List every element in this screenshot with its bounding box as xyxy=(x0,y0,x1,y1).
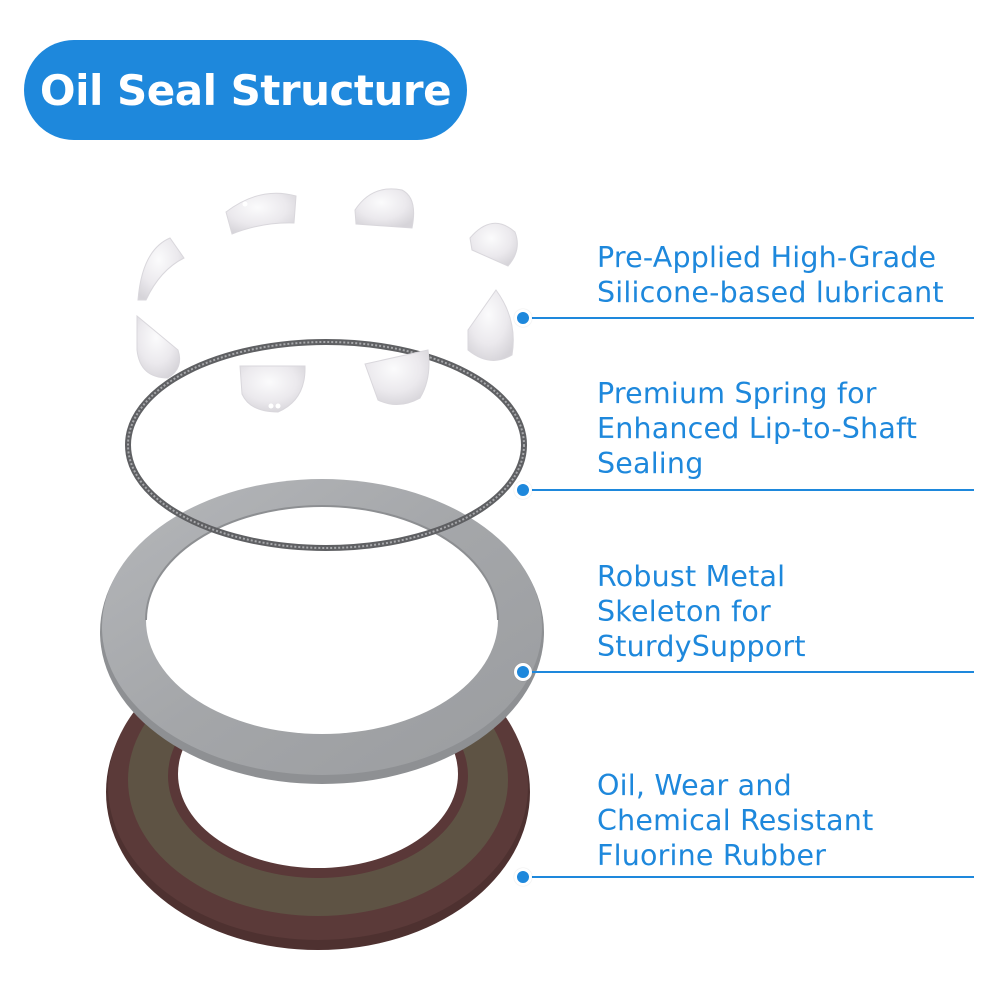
callout-lubricant-dot-icon xyxy=(514,309,532,327)
callout-skeleton-text: Robust Metal Skeleton for SturdySupport xyxy=(597,559,806,664)
callout-line: Oil, Wear and xyxy=(597,769,792,802)
callout-line: Fluorine Rubber xyxy=(597,839,827,872)
callout-rubber-text: Oil, Wear and Chemical Resistant Fluorin… xyxy=(597,768,873,873)
callout-skeleton-dot-icon xyxy=(514,663,532,681)
callout-lubricant-text: Pre-Applied High-Grade Silicone-based lu… xyxy=(597,240,944,310)
callout-line: Robust Metal xyxy=(597,560,786,593)
title-badge: Oil Seal Structure xyxy=(24,40,467,140)
callout-lubricant-leader xyxy=(528,317,974,319)
callout-line: Silicone-based lubricant xyxy=(597,276,944,309)
metal-skeleton-ring xyxy=(100,479,544,784)
callout-spring-dot-icon xyxy=(514,481,532,499)
callout-line: SturdySupport xyxy=(597,630,806,663)
callout-skeleton-leader xyxy=(528,671,974,673)
callout-line: Premium Spring for xyxy=(597,377,877,410)
callout-spring-leader xyxy=(528,489,974,491)
callout-line: Enhanced Lip-to-Shaft xyxy=(597,412,918,445)
callout-rubber-leader xyxy=(528,876,974,878)
callout-spring-text: Premium Spring for Enhanced Lip-to-Shaft… xyxy=(597,376,917,481)
callout-line: Sealing xyxy=(597,447,704,480)
callout-rubber-dot-icon xyxy=(514,868,532,886)
callout-line: Skeleton for xyxy=(597,595,771,628)
silicone-lubricant-blobs xyxy=(136,188,518,413)
callout-line: Pre-Applied High-Grade xyxy=(597,241,937,274)
page-title: Oil Seal Structure xyxy=(39,65,452,115)
callout-line: Chemical Resistant xyxy=(597,804,874,837)
garter-spring xyxy=(125,339,527,551)
